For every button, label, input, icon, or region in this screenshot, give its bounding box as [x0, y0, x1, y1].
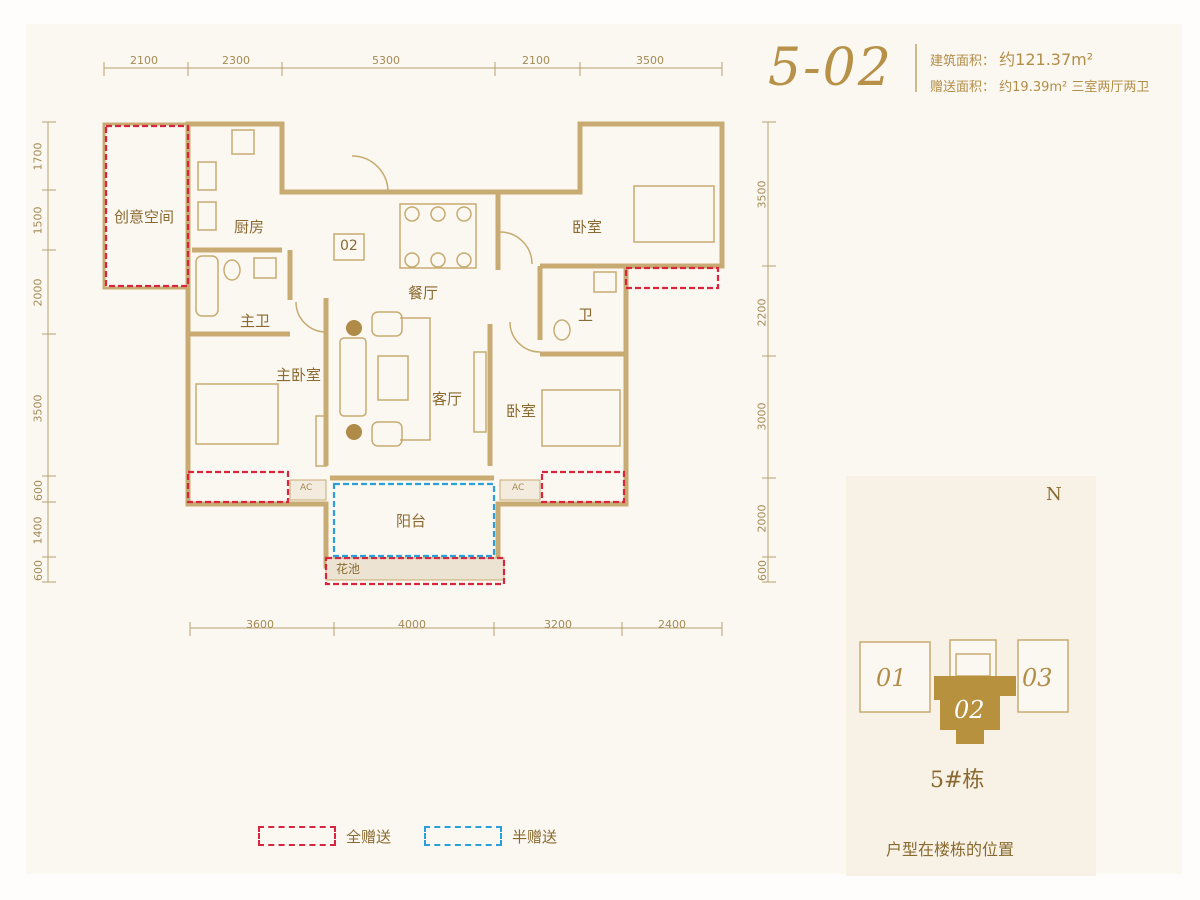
ac-right-label: AC — [512, 483, 525, 493]
room-creative-space: 创意空间 — [114, 208, 175, 226]
dim-left-7: 600 — [32, 560, 45, 581]
dim-left-3: 2000 — [31, 278, 45, 307]
unit-01-label: 01 — [876, 664, 907, 692]
dim-top-2: 2300 — [222, 54, 250, 67]
gift-area-line: 赠送面积： 约19.39m² 三室两厅两卫 — [930, 76, 1149, 95]
dim-right-3: 3000 — [755, 402, 769, 431]
plant-icons — [346, 320, 362, 440]
dim-left-2: 1500 — [31, 206, 45, 235]
legend-full-gift-swatch — [258, 826, 336, 846]
dim-left-6: 1400 — [31, 516, 45, 545]
room-living: 客厅 — [432, 390, 463, 408]
unit-code: 5-02 — [768, 38, 893, 98]
room-bedroom-top: 卧室 — [572, 218, 603, 236]
dim-top-1: 2100 — [130, 54, 158, 67]
dim-right-4: 2000 — [755, 504, 769, 533]
location-caption: 户型在楼栋的位置 — [886, 840, 1015, 859]
dim-left-1: 1700 — [31, 142, 45, 171]
ac-units — [289, 479, 541, 501]
gift-area-label: 赠送面积： — [930, 80, 996, 95]
room-dining: 餐厅 — [408, 284, 439, 302]
room-kitchen: 厨房 — [234, 218, 265, 236]
unit-03-label: 03 — [1022, 664, 1053, 692]
built-area-label: 建筑面积： — [930, 54, 996, 69]
legend-full-gift-label: 全赠送 — [346, 828, 392, 846]
unit-marker-box — [333, 233, 365, 261]
legend-half-gift-swatch — [424, 826, 502, 846]
room-bedroom-right: 卧室 — [506, 402, 537, 420]
dim-bottom-4: 2400 — [658, 618, 686, 631]
compass-north-label: N — [1046, 484, 1062, 505]
gift-area-outlines — [104, 124, 720, 586]
gift-area-value: 约19.39m² — [999, 80, 1068, 95]
furniture — [195, 129, 715, 467]
room-bath: 卫 — [578, 306, 594, 324]
room-planter: 花池 — [336, 562, 361, 576]
ac-left-label: AC — [300, 483, 313, 493]
dim-right-2: 2200 — [755, 298, 769, 327]
dim-top-4: 2100 — [522, 54, 550, 67]
dimension-lines — [42, 62, 776, 636]
dim-top-5: 3500 — [636, 54, 664, 67]
dim-right-5: 600 — [756, 560, 769, 581]
dim-top-3: 5300 — [372, 54, 400, 67]
dim-bottom-2: 4000 — [398, 618, 426, 631]
walls — [102, 121, 725, 569]
legend-half-gift-label: 半赠送 — [512, 828, 558, 846]
highlighted-unit-02 — [934, 676, 1016, 744]
dim-left-5: 600 — [32, 480, 45, 501]
unit-02-label: 02 — [954, 696, 985, 724]
layout-text: 三室两厅两卫 — [1071, 80, 1150, 95]
room-master-bath: 主卫 — [240, 312, 271, 330]
dim-bottom-3: 3200 — [544, 618, 572, 631]
dim-right-1: 3500 — [755, 180, 769, 209]
room-balcony: 阳台 — [396, 512, 427, 530]
dim-bottom-1: 3600 — [246, 618, 274, 631]
room-master-bedroom: 主卧室 — [276, 366, 322, 384]
unit-marker-label: 02 — [340, 238, 358, 254]
dim-left-4: 3500 — [31, 394, 45, 423]
built-area-value: 约121.37m² — [999, 50, 1094, 69]
built-area-line: 建筑面积： 约121.37m² — [930, 46, 1093, 70]
building-label: 5#栋 — [930, 768, 985, 793]
